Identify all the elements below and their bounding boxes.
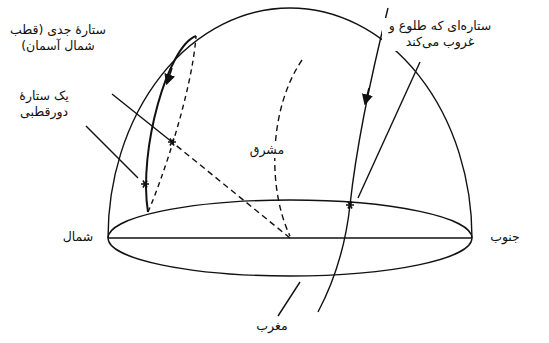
polar-axis [172, 142, 290, 238]
leader-line [86, 126, 138, 178]
star-path [318, 8, 388, 312]
pole-star [168, 139, 176, 146]
circumpolar-orbit-back [148, 36, 196, 212]
rising-star-label: ستاره‌ای که طلوع و غروب می‌کند [382, 18, 498, 51]
polar-axis-leader [112, 94, 172, 142]
direction-label: مشرق [248, 142, 286, 158]
direction-label: مغرب [254, 318, 289, 334]
direction-label: شمال [61, 229, 96, 245]
rising-star [346, 202, 354, 209]
path-arrow [366, 88, 369, 100]
circumpolar-star [141, 181, 149, 188]
circumpolar-label: یک ستارهٔ دورقطبی [4, 88, 84, 121]
leader-line [358, 62, 420, 198]
circumpolar-orbit [146, 36, 196, 212]
pole-star-label: ستارهٔ جدی (قطب شمال آسمان) [6, 22, 110, 55]
orbit-arrow [168, 68, 172, 80]
direction-label: جنوب [488, 229, 522, 245]
leader-line [278, 282, 300, 316]
